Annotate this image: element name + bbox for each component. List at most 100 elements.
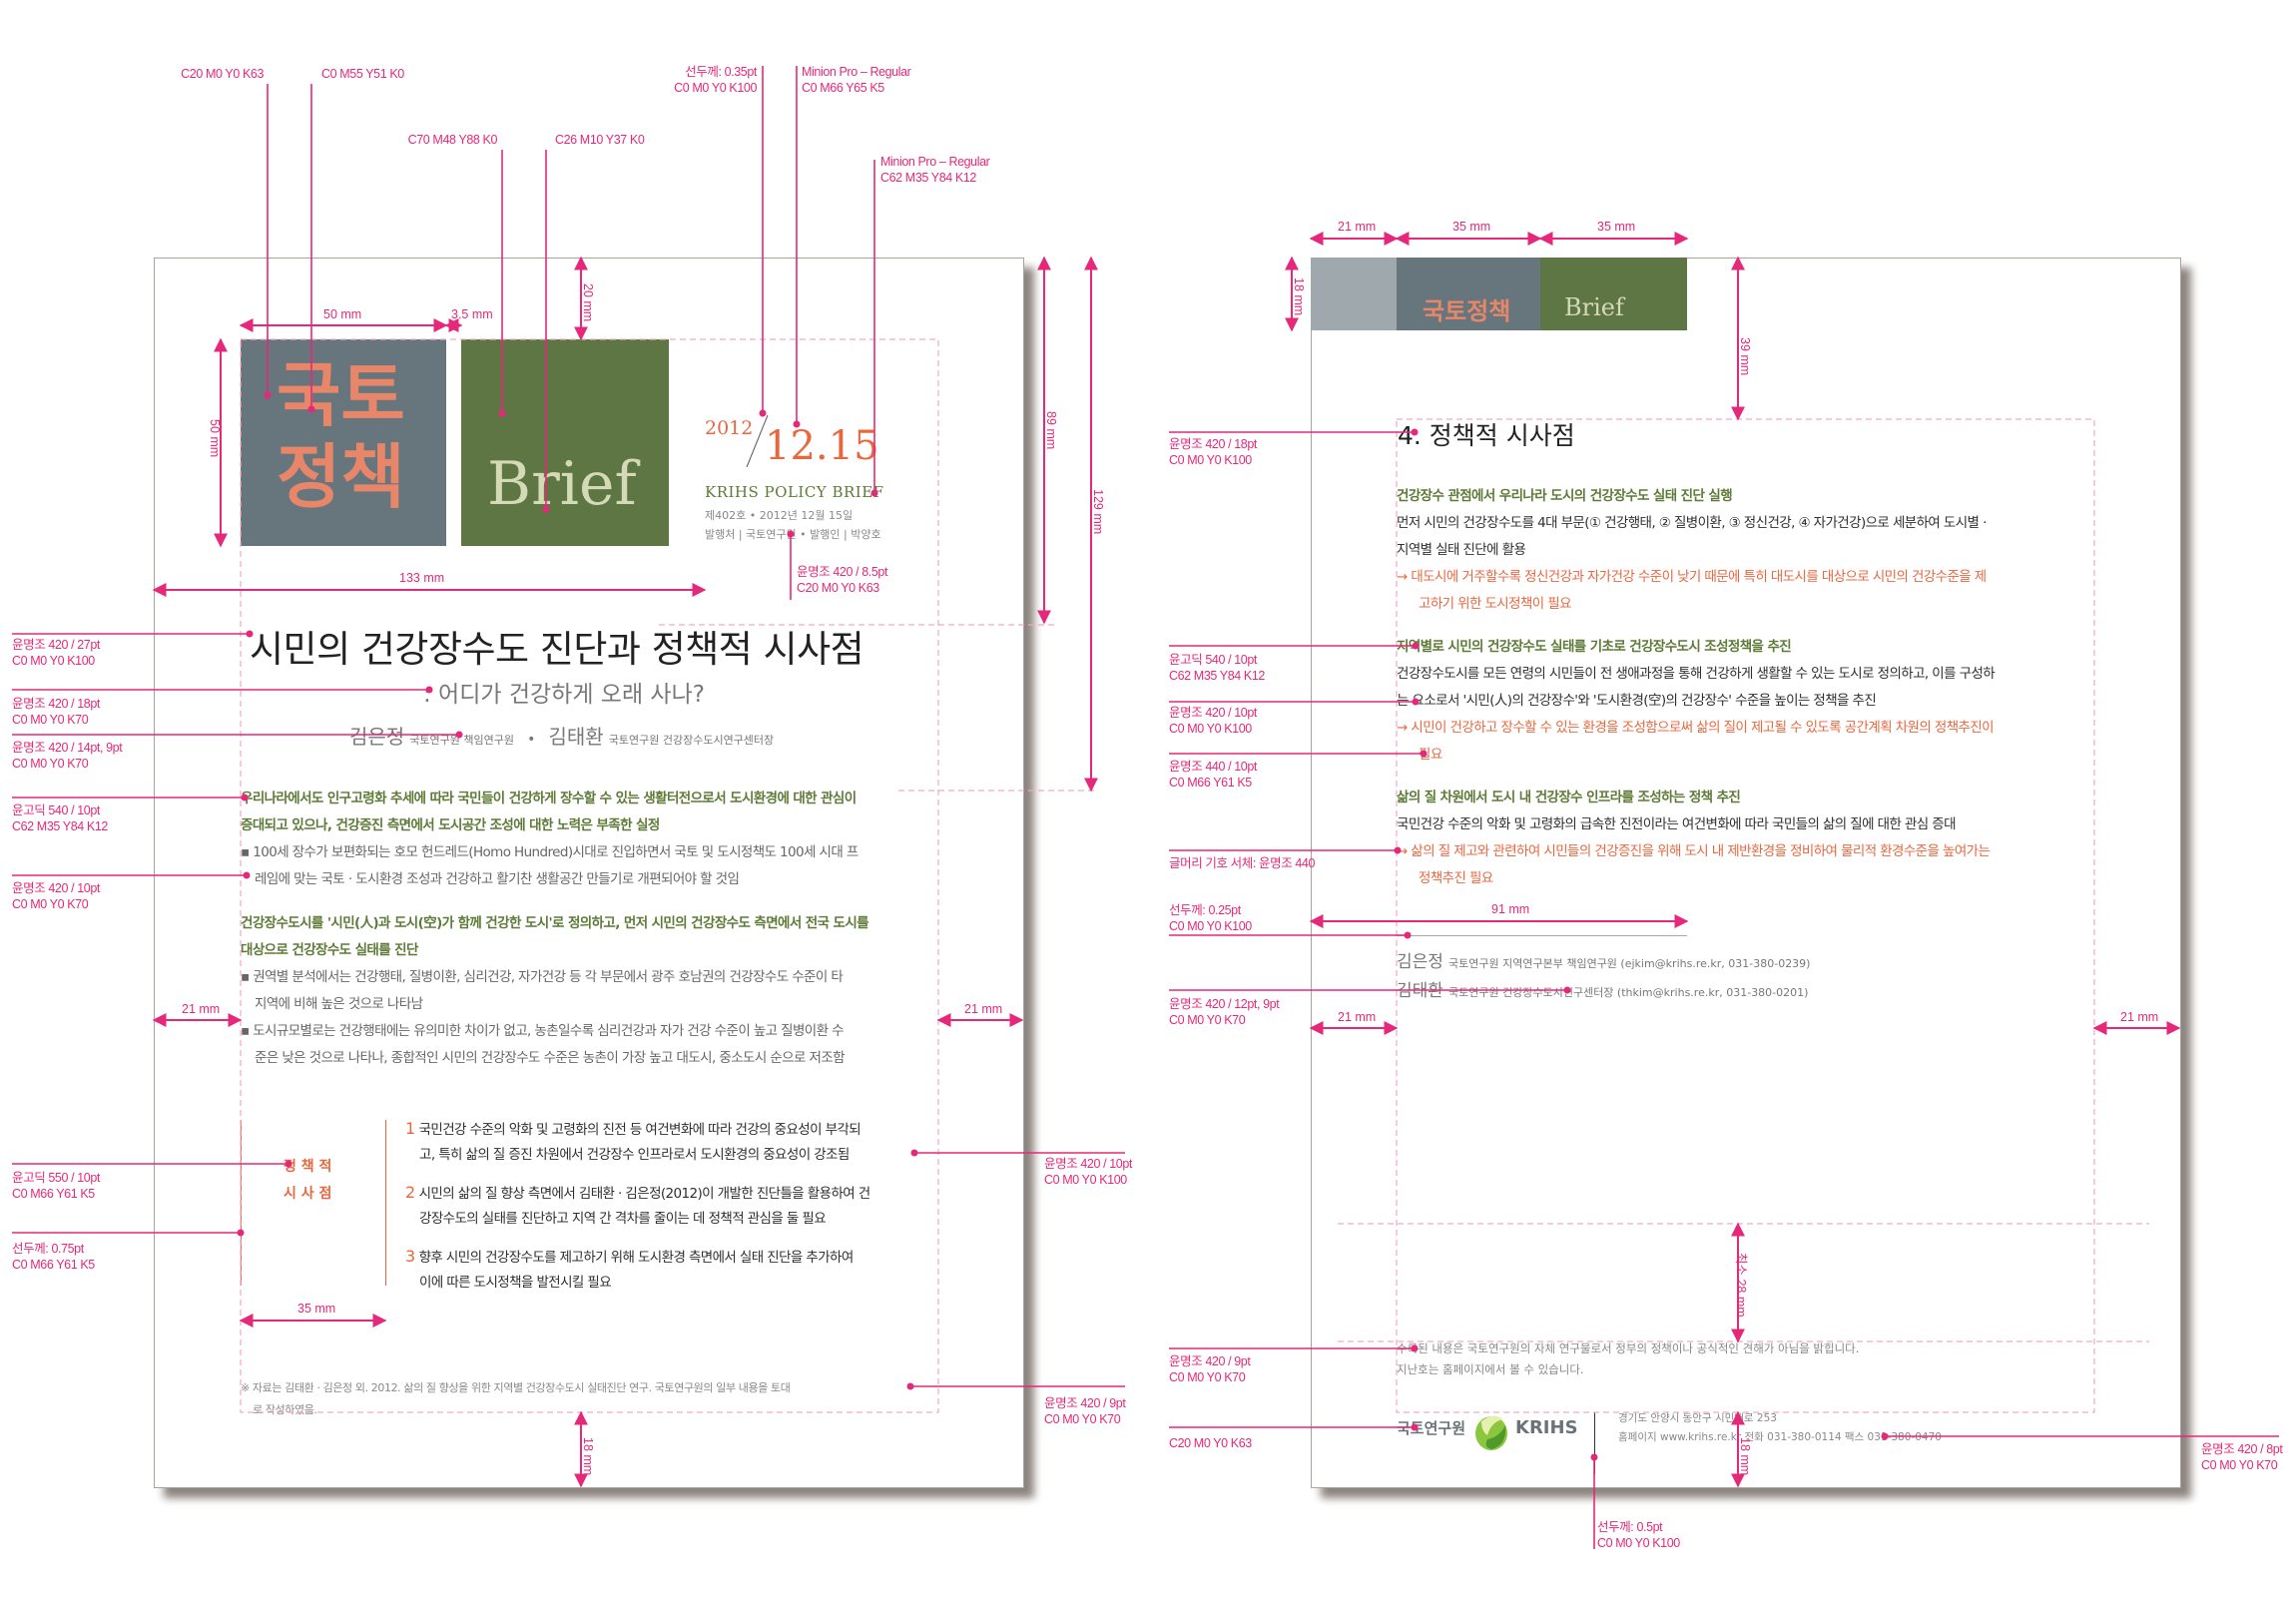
implication-line: 향후 시민의 건강장수도를 제고하기 위해 도시환경 측면에서 실태 진단을 추… <box>418 1250 855 1266</box>
spec-annotation-line: 윤명조 420 / 10pt <box>12 881 100 895</box>
summary-heading-line: 대상으로 건강장수도 실태를 진단 <box>241 942 418 958</box>
spec-annotation-line: 윤명조 420 / 9pt <box>1044 1396 1126 1410</box>
issue-info: 제402호 • 2012년 12월 15일 <box>705 509 854 522</box>
spec-annotation: C26 M10 Y37 K0 <box>555 132 645 148</box>
masthead-logo-block: 국토 정책 <box>241 339 446 546</box>
implication-number: 3 <box>405 1247 415 1266</box>
dimension-label: 21 mm <box>2120 1010 2159 1024</box>
dimension-label: 21 mm <box>1338 1010 1377 1024</box>
summary-heading-line: 건강장수도시를 '시민(人)과 도시(空)가 함께 건강한 도시'로 정의하고,… <box>241 915 869 931</box>
footnote-line: ※ 자료는 김태환 · 김은정 외. 2012. 삶의 질 향상을 위한 지역별… <box>241 1381 791 1394</box>
spec-annotation-line: Minion Pro – Regular <box>880 155 990 169</box>
spec-annotation-line: 윤고딕 550 / 10pt <box>12 1171 100 1185</box>
footer-contact: 홈페이지 www.krihs.re.kr 전화 031-380-0114 팩스 … <box>1618 1431 1942 1443</box>
dimension-label: 18 mm <box>581 1437 595 1476</box>
implication-line: 시민의 삶의 질 향상 측면에서 김태환 · 김은정(2012)이 개발한 진단… <box>418 1186 871 1202</box>
date-month-day: 12.15 <box>765 423 879 469</box>
dimension-label: 18 mm <box>1738 1437 1752 1476</box>
spec-annotation-line: C0 M0 Y0 K70 <box>2201 1458 2278 1472</box>
band-brief-block: Brief <box>1540 258 1687 330</box>
policy-arrow-line: → 시민이 건강하고 장수할 수 있는 환경을 조성함으로써 삶의 질이 제고될… <box>1397 720 1995 736</box>
author-name: 김은정 <box>1397 952 1443 972</box>
spec-annotation-line: C62 M35 Y84 K12 <box>12 819 108 833</box>
policy-body-line: 는 요소로서 '시민(人)의 건강장수'와 '도시환경(空)의 건강장수' 수준… <box>1397 693 1877 709</box>
footnote: ※ 자료는 김태환 · 김은정 외. 2012. 삶의 질 향상을 위한 지역별… <box>241 1377 791 1421</box>
spec-annotation-line: 윤명조 420 / 18pt <box>1169 437 1257 451</box>
dimension-label: 20 mm <box>581 283 595 322</box>
masthead-brief-text: Brief <box>487 449 637 519</box>
policy-arrow-line: → 대도시에 거주할수록 정신건강과 자가건강 수준이 낮기 때문에 특히 대도… <box>1397 569 1987 585</box>
footnote-line: 로 작성하였음. <box>253 1403 317 1416</box>
spec-annotation: C0 M55 Y51 K0 <box>321 66 404 82</box>
spec-annotation: C70 M48 Y88 K0 <box>408 132 498 148</box>
policy-body-line: 국민건강 수준의 악화 및 고령화의 급속한 진전이라는 여건변화에 따라 국민… <box>1397 816 1957 832</box>
dimension-label: 133 mm <box>399 571 445 585</box>
section-heading: 4. 정책적 시사점 <box>1398 421 1575 450</box>
spec-annotation-line: 선두께: 0.5pt <box>1597 1520 1663 1534</box>
band-logo-block: 국토정책 <box>1397 258 1540 330</box>
spec-annotation-line: C0 M0 Y0 K70 <box>12 713 89 727</box>
page-title: 시민의 건강장수도 진단과 정책적 시사점 <box>250 628 864 671</box>
summary-heading-line: 우리나라에서도 인구고령화 추세에 따라 국민들이 건강하게 장수할 수 있는 … <box>241 791 857 806</box>
policy-arrow-line: → 삶의 질 제고와 관련하여 시민들의 건강증진을 위해 도시 내 제반환경을… <box>1397 843 1991 859</box>
masthead-brief-block: Brief <box>461 339 669 546</box>
policy-arrow-line: 필요 <box>1419 747 1442 763</box>
dimension-label: 21 mm <box>964 1002 1003 1016</box>
author-name: 김태환 <box>548 725 604 749</box>
author-name: 김은정 <box>349 725 405 749</box>
implications-rule-right <box>385 1120 386 1286</box>
spec-annotation-line: C0 M0 Y0 K100 <box>1169 919 1252 933</box>
implication-number: 2 <box>405 1183 415 1202</box>
author-entry: 김태환 국토연구원 건강장수도시연구센터장 (thkim@krihs.re.kr… <box>1397 977 1810 1006</box>
dimension-label: 50 mm <box>323 307 362 321</box>
spec-annotation-line: C20 M0 Y0 K63 <box>181 67 264 81</box>
spec-annotation-line: 윤명조 420 / 9pt <box>1169 1354 1251 1368</box>
dimension-label: 39 mm <box>1738 337 1752 376</box>
masthead-logo-line1: 국토 <box>277 354 405 436</box>
spec-annotation-line: C0 M0 Y0 K100 <box>674 81 757 95</box>
author-info: 국토연구원 건강장수도시연구센터장 (thkim@krihs.re.kr, 03… <box>1448 986 1809 999</box>
summary-bullet-line: ▪ 도시규모별로는 건강행태에는 유의미한 차이가 없고, 농촌일수록 심리건강… <box>241 1023 845 1039</box>
policy-sections: 건강장수 관점에서 우리나라 도시의 건강장수도 실태 진단 실행 먼저 시민의… <box>1397 483 1996 892</box>
dimension-label: 129 mm <box>1091 489 1105 535</box>
dimension-label: 35 mm <box>1597 220 1636 234</box>
spec-annotation-line: 윤고딕 540 / 10pt <box>12 803 100 817</box>
implication-line: 이에 따른 도시정책을 발전시킬 필요 <box>419 1275 612 1291</box>
policy-arrow-line: 정책추진 필요 <box>1419 870 1493 886</box>
author-separator: • <box>527 732 536 748</box>
summary-bullet-line: 준은 낮은 것으로 나타나, 종합적인 시민의 건강장수도 수준은 농촌이 가장… <box>255 1050 846 1066</box>
spec-annotation-line: 윤명조 420 / 12pt, 9pt <box>1169 997 1280 1011</box>
dimension-label: 최소 28 mm <box>1734 1253 1748 1318</box>
disclaimer-line: 지난호는 홈페이지에서 볼 수 있습니다. <box>1397 1362 1584 1376</box>
implications-label-line: 정 책 적 <box>284 1159 332 1175</box>
implication-line: 강장수도의 실태를 진단하고 지역 간 격차를 줄이는 데 정책적 관심을 둘 … <box>419 1211 827 1227</box>
series-name: KRIHS POLICY BRIEF <box>705 483 884 501</box>
spec-annotation-line: C0 M0 Y0 K70 <box>12 757 89 771</box>
spec-annotation-line: C0 M0 Y0 K100 <box>1169 722 1252 736</box>
summary-bullet-line: 레임에 맞는 국토 · 도시환경 조성과 건강하고 활기찬 생활공간 만들기로 … <box>255 871 740 887</box>
policy-heading: 삶의 질 차원에서 도시 내 건강장수 인프라를 조성하는 정책 추진 <box>1397 790 1741 805</box>
summary-bullet-line: ▪ 100세 장수가 보편화되는 호모 헌드레드(Homo Hundred)시대… <box>241 844 859 860</box>
band-light-block <box>1311 258 1397 330</box>
implication-line: 고, 특히 삶의 질 증진 차원에서 건강장수 인프라로서 도시환경의 중요성이… <box>419 1147 850 1163</box>
author-entry: 김은정 국토연구원 지역연구본부 책임연구원 (ejkim@krihs.re.k… <box>1397 948 1810 977</box>
author-name: 김태환 <box>1397 981 1443 1001</box>
